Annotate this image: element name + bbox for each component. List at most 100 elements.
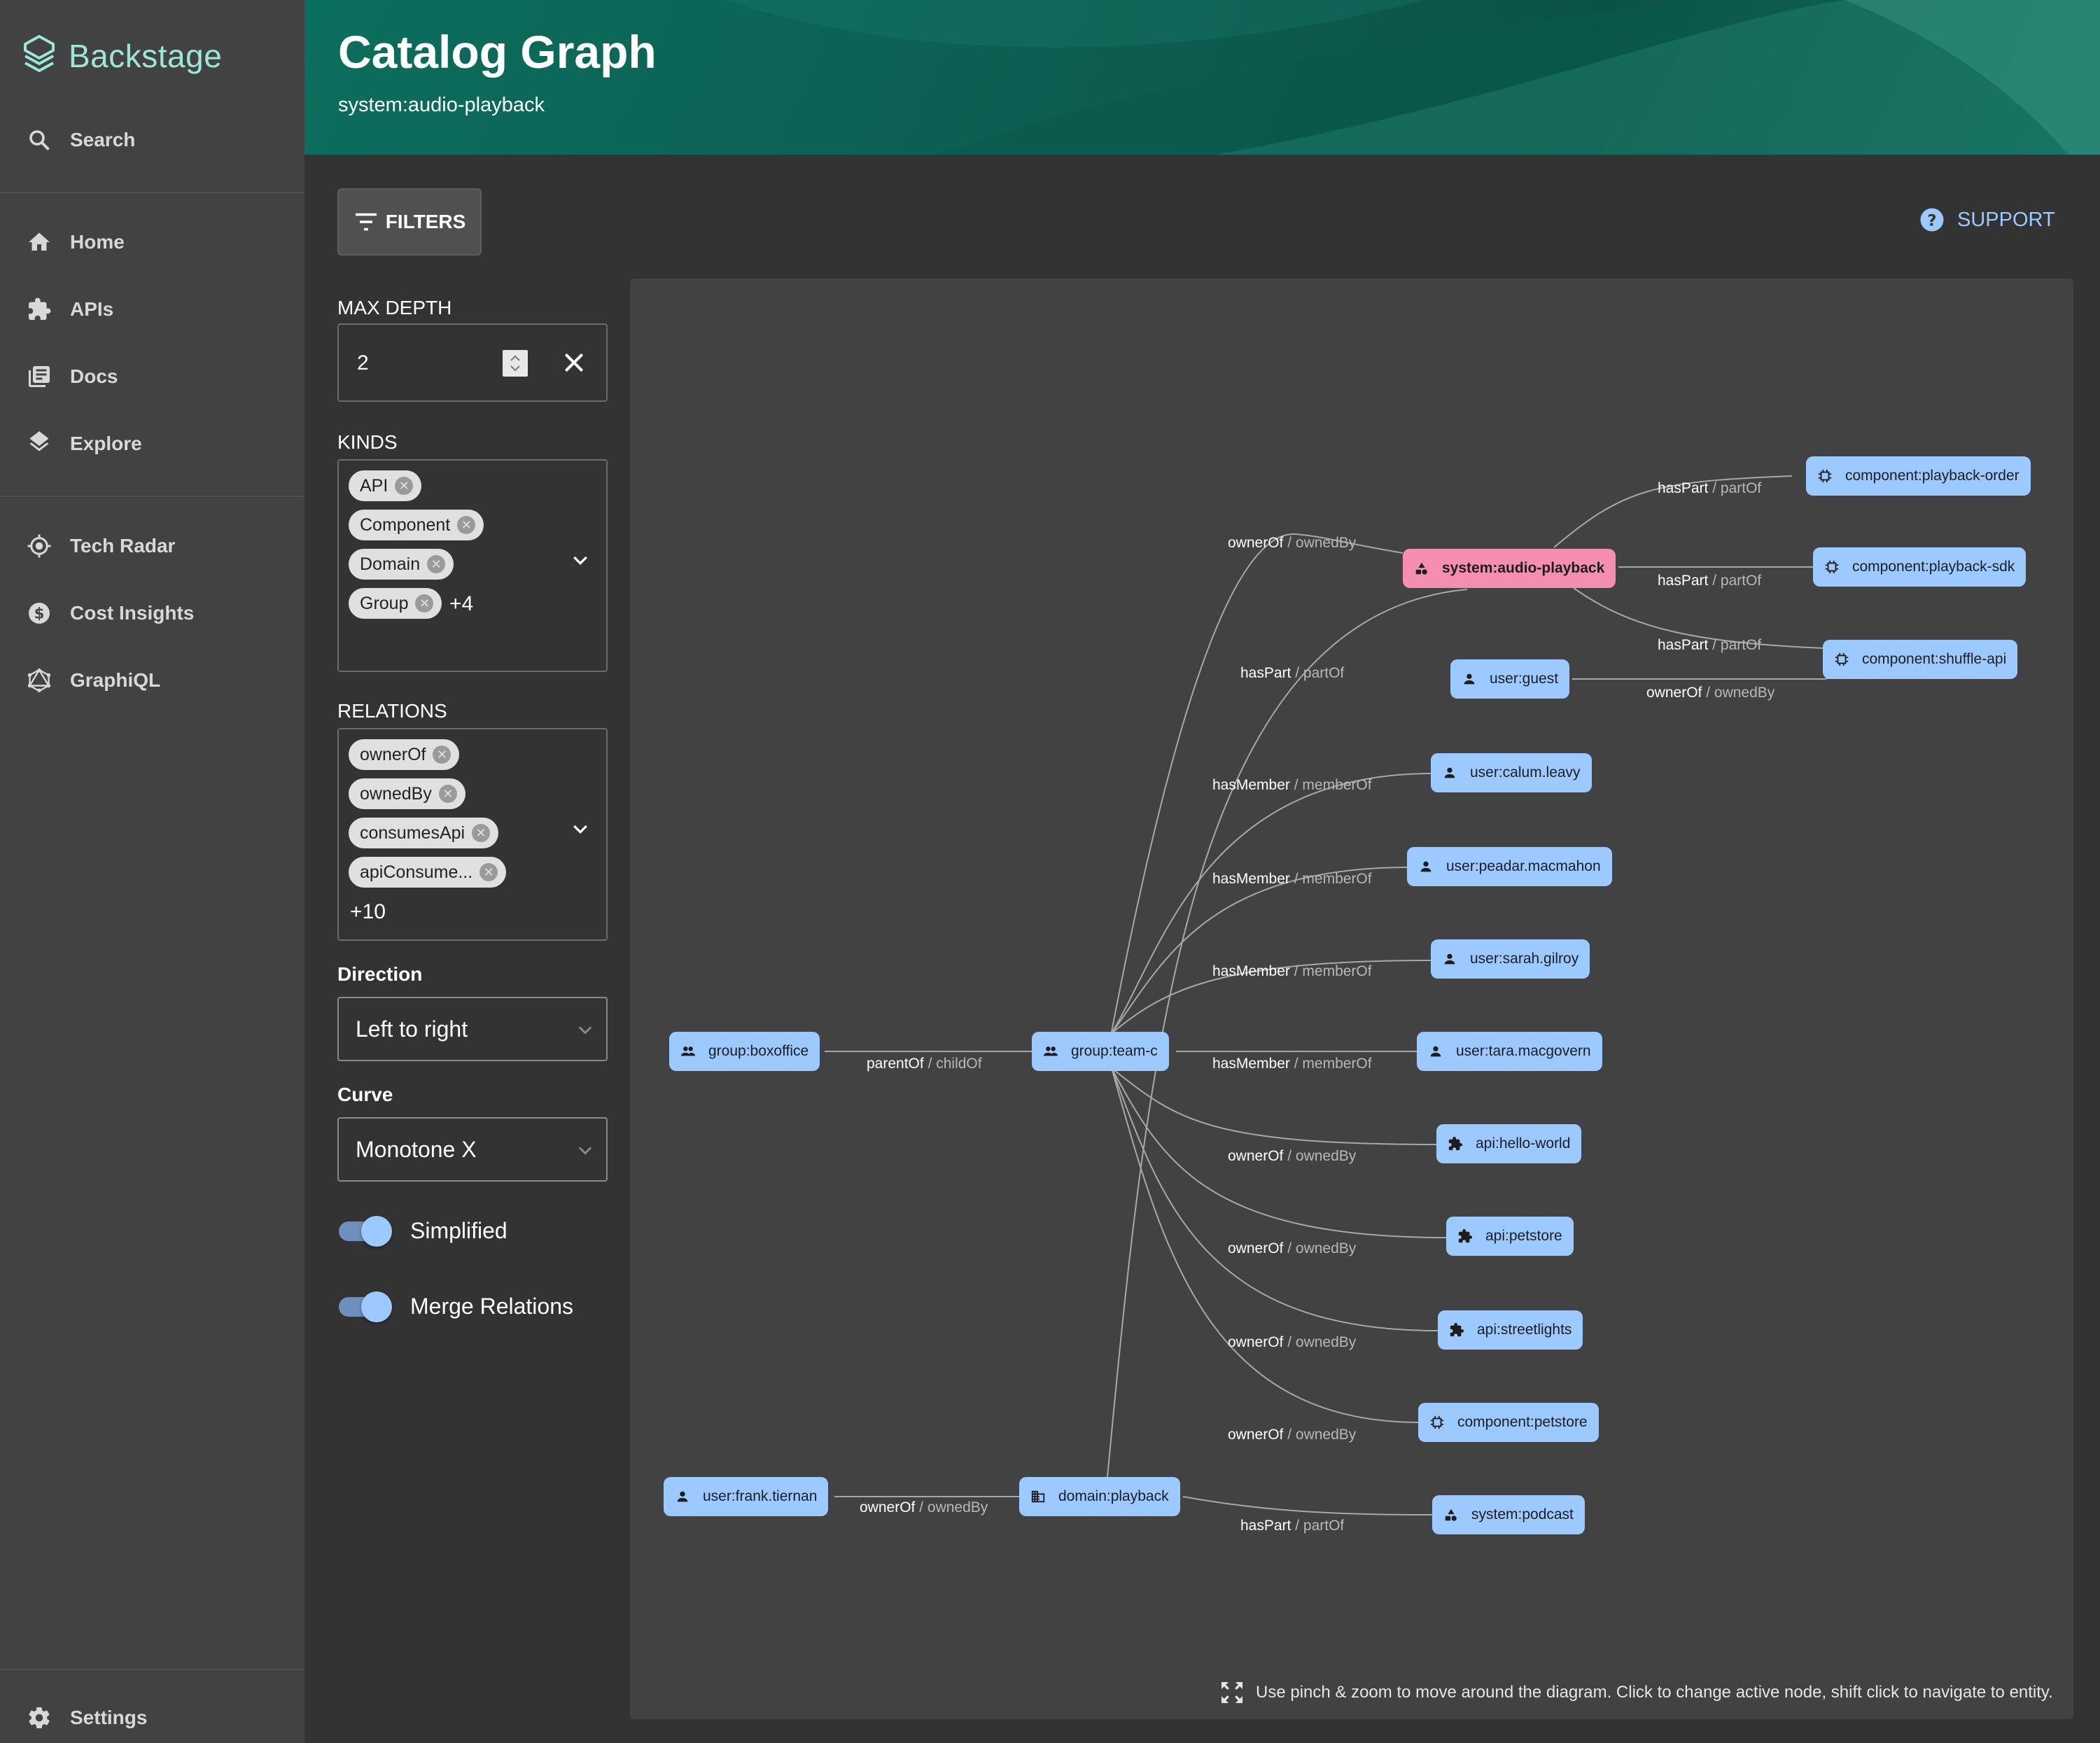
graph-node[interactable]: component:petstore [1418,1403,1599,1442]
toggle-track[interactable] [339,1215,392,1247]
node-label: component:playback-order [1845,468,2019,484]
remove-chip-icon[interactable]: ✕ [427,555,446,573]
backstage-logo[interactable]: Backstage [22,35,222,77]
graph-node[interactable]: user:calum.leavy [1431,753,1592,792]
remove-chip-icon[interactable]: ✕ [479,863,498,881]
chip-label: Component [360,514,451,535]
sidebar-item-home[interactable]: Home [27,230,125,255]
edge-label: ownerOf / ownedBy [860,1499,988,1516]
edge-line [1111,533,1404,1032]
support-button[interactable]: ? SUPPORT [1919,207,2055,232]
kind-chip[interactable]: Domain✕ [349,549,454,580]
number-spinner[interactable] [503,350,528,377]
sidebar-item-label: GraphiQL [70,669,161,691]
graph-edges [825,475,1849,1516]
graph-node[interactable]: user:sarah.gilroy [1431,939,1590,979]
edge-line [1111,1068,1438,1145]
graph-node-active[interactable]: system:audio-playback [1403,549,1616,588]
node-label: api:hello-world [1476,1135,1571,1152]
graph-node[interactable]: component:shuffle-api [1823,640,2018,679]
person-icon [1430,1046,1441,1057]
edge-label: ownerOf / ownedBy [1228,1334,1357,1350]
edge-label-secondary: memberOf [1302,1056,1372,1072]
node-label: component:petstore [1457,1414,1588,1430]
remove-chip-icon[interactable]: ✕ [472,824,491,842]
node-label: user:guest [1490,671,1559,687]
sidebar-item-graphiql[interactable]: GraphiQL [27,668,160,693]
person-icon [1444,767,1455,778]
graph-node[interactable]: user:tara.macgovern [1417,1032,1602,1071]
graph-node[interactable]: component:playback-order [1806,456,2031,496]
kind-chip[interactable]: API✕ [349,470,422,501]
sidebar-item-settings[interactable]: Settings [27,1705,147,1730]
sidebar: Backstage Search Home APIs Docs Explore … [0,0,304,1743]
graph-node[interactable]: user:guest [1450,659,1570,699]
graph-node[interactable]: group:team-c [1032,1032,1169,1071]
sidebar-item-label: APIs [70,298,114,320]
graph-node[interactable]: group:boxoffice [669,1032,820,1071]
edge-label: ownerOf / ownedBy [1228,1148,1357,1164]
group-icon [680,1046,696,1056]
edge-label-primary: ownerOf [1228,1148,1284,1164]
toggle-knob [361,1215,392,1247]
component-icon [1818,469,1832,483]
graph-node[interactable]: user:frank.tiernan [664,1477,829,1516]
system-icon [1415,562,1427,575]
chevron-down-icon[interactable] [570,819,591,840]
remove-chip-icon[interactable]: ✕ [438,785,457,803]
relation-chip[interactable]: apiConsume...✕ [349,857,507,888]
toggle-track[interactable] [339,1291,392,1322]
node-label: group:team-c [1071,1043,1158,1059]
sidebar-item-cost-insights[interactable]: $ Cost Insights [27,601,194,626]
sidebar-item-label: Docs [70,365,118,387]
puzzle-icon [1458,1228,1473,1243]
sidebar-item-docs[interactable]: Docs [27,364,118,389]
graph-node[interactable]: domain:playback [1019,1477,1180,1516]
relations-select[interactable]: ownerOf✕ ownedBy✕ consumesApi✕ apiConsum… [337,728,608,941]
graph-node[interactable]: component:playback-sdk [1813,547,2026,587]
edge-label-primary: ownerOf [860,1499,916,1516]
catalog-graph-canvas[interactable]: component:playback-order system:audio-pl… [630,279,2073,1719]
direction-select[interactable]: Left to right [337,997,608,1061]
remove-chip-icon[interactable]: ✕ [395,477,414,495]
filters-button-label: FILTERS [385,211,466,232]
graph-node[interactable]: system:podcast [1432,1495,1585,1534]
relation-chip[interactable]: ownerOf✕ [349,739,460,770]
edge-line [1111,867,1410,1034]
kinds-label: KINDS [337,431,398,453]
kind-chip[interactable]: Group✕ [349,588,442,619]
edge-label-secondary: partOf [1720,637,1762,653]
direction-value: Left to right [356,1016,468,1042]
merge-relations-toggle[interactable]: Merge Relations [339,1291,573,1322]
graph-node[interactable]: api:petstore [1446,1217,1574,1256]
max-depth-input[interactable]: 2 [337,323,608,402]
edge-label-primary: ownerOf [1228,1334,1284,1350]
component-icon [1835,652,1849,666]
filters-button[interactable]: FILTERS [337,188,482,255]
relation-chip[interactable]: ownedBy✕ [349,778,465,809]
page-title: Catalog Graph [338,26,657,78]
sidebar-item-tech-radar[interactable]: Tech Radar [27,533,175,559]
clear-icon[interactable] [560,349,588,377]
remove-chip-icon[interactable]: ✕ [457,516,476,534]
graph-node[interactable]: api:hello-world [1436,1124,1582,1163]
graph-node[interactable]: user:peadar.macmahon [1407,847,1612,886]
graph-node[interactable]: api:streetlights [1438,1310,1583,1350]
sidebar-search[interactable]: Search [27,127,135,153]
kinds-select[interactable]: API✕ Component✕ Domain✕ Group✕ +4 [337,459,608,672]
curve-select[interactable]: Monotone X [337,1117,608,1182]
chevron-down-icon[interactable] [570,550,591,571]
edge-label: hasPart / partOf [1658,637,1762,653]
edge-label: hasPart / partOf [1240,665,1345,681]
simplified-toggle[interactable]: Simplified [339,1215,507,1247]
relation-chip[interactable]: consumesApi✕ [349,818,499,848]
edge-label: hasPart / partOf [1658,480,1762,496]
node-label: domain:playback [1058,1488,1169,1504]
sidebar-item-apis[interactable]: APIs [27,297,113,322]
kind-chip[interactable]: Component ✕ [349,510,484,540]
sidebar-item-label: Cost Insights [70,602,195,624]
zoom-out-map-icon [1222,1682,1242,1703]
remove-chip-icon[interactable]: ✕ [415,594,434,612]
sidebar-item-explore[interactable]: Explore [27,431,142,456]
remove-chip-icon[interactable]: ✕ [433,746,451,764]
